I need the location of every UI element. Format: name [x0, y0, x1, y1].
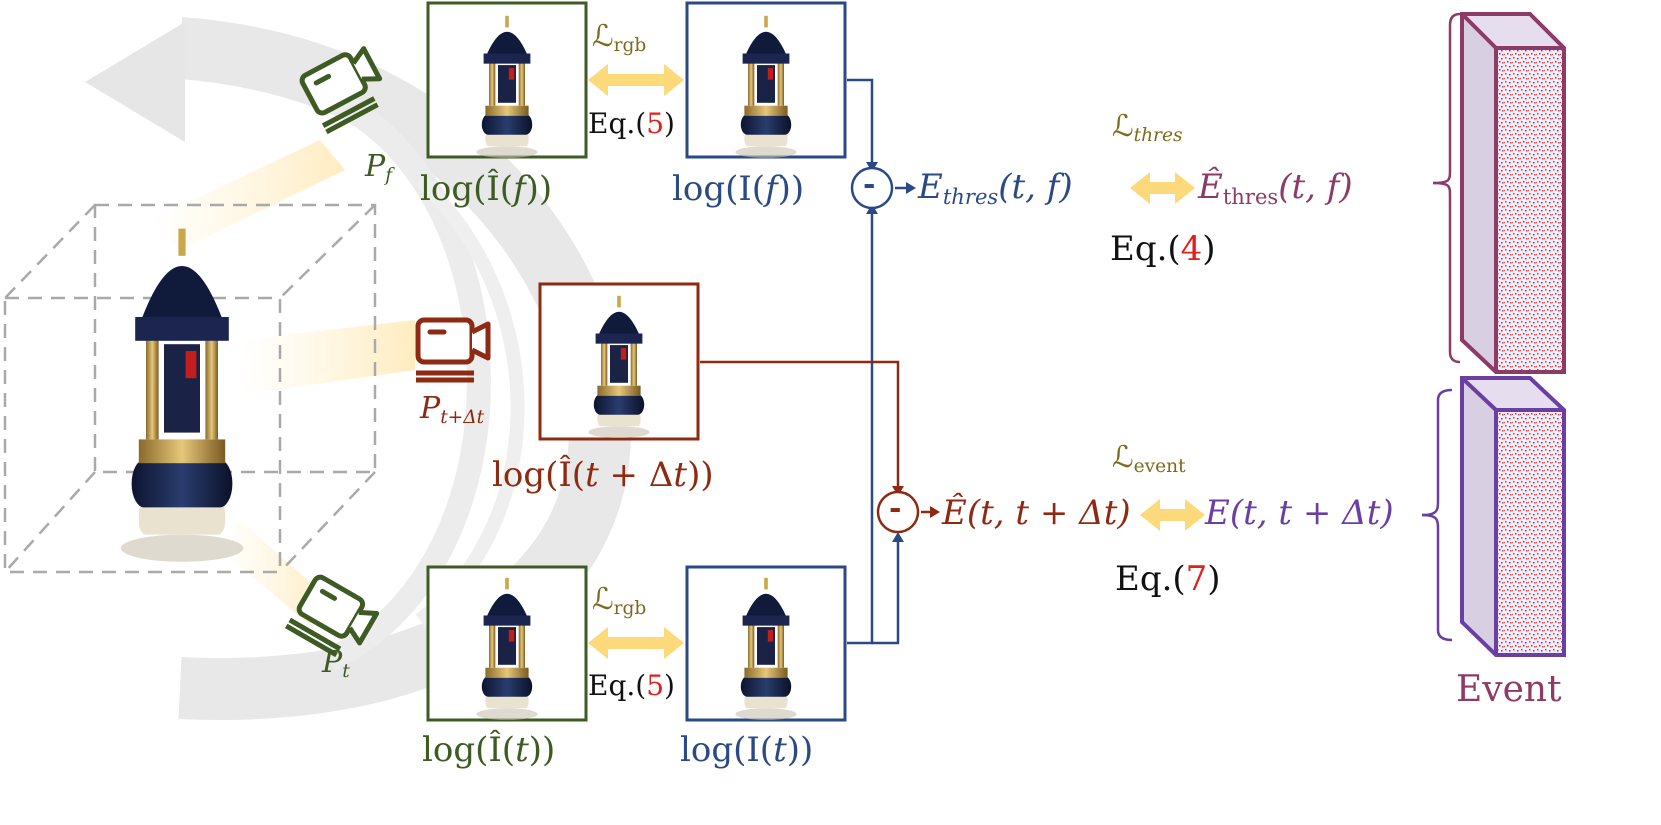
- camera-pt-label: Pt: [322, 645, 350, 683]
- e-event-term: E(t, t + Δt): [1205, 493, 1394, 533]
- double-arrows: [588, 64, 1205, 659]
- bounding-box: [3, 203, 377, 574]
- navy-connectors: [847, 78, 908, 645]
- loss-rgb-top: ℒrgb: [592, 19, 647, 57]
- ehat-thres-term: Êthres(t, f): [1198, 167, 1353, 209]
- log-ihat-f-label: log(Î(f)): [420, 169, 553, 209]
- brace-thres: [1432, 12, 1461, 185]
- subtract-op-top: [850, 166, 894, 210]
- loss-thres: ℒthres: [1112, 109, 1183, 147]
- log-ihat-t-label: log(Î(t)): [422, 730, 556, 770]
- camera-pf-label: Pf: [365, 149, 393, 187]
- ehat-event-term: Ê(t, t + Δt): [942, 493, 1131, 533]
- eq4: Eq.(4): [1110, 229, 1216, 269]
- log-i-f-label: log(I(f)): [672, 169, 805, 209]
- loss-rgb-bottom: ℒrgb: [592, 582, 647, 620]
- camera-ptdt-label: Pt+Δt: [420, 391, 485, 429]
- brace-event: [1421, 388, 1453, 517]
- minus-top: -: [863, 167, 876, 202]
- event-volume-icon: [1460, 12, 1566, 657]
- eq7: Eq.(7): [1115, 559, 1221, 599]
- eq5-top: Eq.(5): [588, 107, 675, 140]
- log-ihat-tdt-label: log(Î(t + Δt)): [492, 455, 714, 495]
- eq5-bottom: Eq.(5): [588, 669, 675, 702]
- subtract-op-bottom: [876, 490, 920, 534]
- event-label: Event: [1456, 669, 1562, 710]
- log-i-t-label: log(I(t)): [680, 730, 814, 770]
- loss-event: ℒevent: [1112, 440, 1186, 478]
- minus-bottom: -: [889, 491, 902, 526]
- e-thres-term: Ethres(t, f): [918, 167, 1073, 209]
- music-box-icon: [120, 228, 244, 562]
